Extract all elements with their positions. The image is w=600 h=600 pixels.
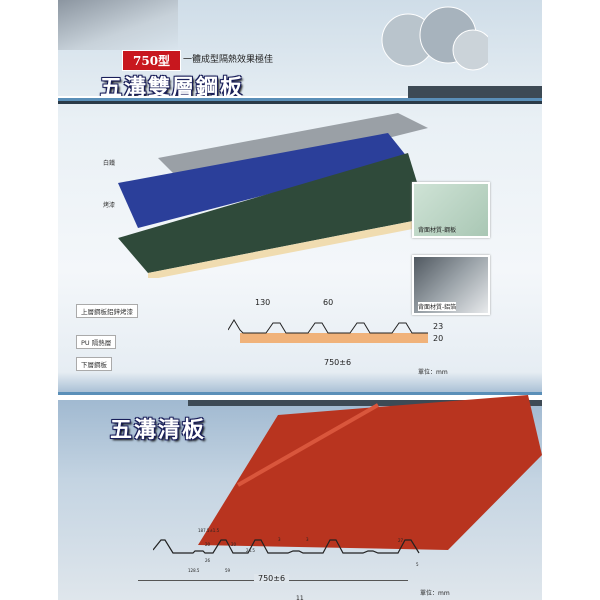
title-stripe (58, 96, 542, 104)
dim-top-a: 20 (205, 542, 211, 547)
dim-width: 750±6 (254, 574, 290, 583)
dim-gap-left: 3 (278, 537, 281, 542)
unit-label: 單位：mm (418, 369, 448, 376)
backing-caption: 背面材質-鋼板 (418, 227, 457, 234)
dim-gap-right: 3 (306, 537, 309, 542)
building-photo (58, 0, 178, 50)
layer-label: 烤漆 (103, 202, 116, 209)
dim-height: 24.5 (246, 548, 255, 553)
dark-band (188, 400, 542, 406)
dim-mid: 26 (205, 558, 211, 563)
section2-stripe (58, 392, 542, 400)
tagline: 一體成型隔熱效果極佳 (183, 55, 274, 65)
layer-label: 白鐵 (103, 160, 116, 167)
dim-base: 128.5 (188, 568, 200, 573)
dim-foam: 20 (433, 334, 444, 343)
foam-edge (148, 218, 428, 278)
section2-title: 五溝清板 (110, 417, 207, 443)
dim-rib: 60 (323, 298, 334, 307)
dim-edge: 27 (398, 538, 404, 543)
green-panel (118, 153, 428, 273)
brochure-page: 750型 一體成型隔熱效果極佳 五溝雙層鋼板 白鐵 烤漆 背面材質-鋼板 背面材… (58, 0, 542, 600)
callout-bottom-sheet: 下層鋼板 (76, 357, 112, 371)
dark-band (408, 86, 542, 98)
clear-panel-profile (153, 539, 420, 554)
red-panel-illustration (198, 395, 542, 550)
dim-top-b: 20 (231, 542, 237, 547)
backing-foil-thumb: 背面材質-鋁箔 (412, 255, 490, 315)
dim-lip: 5 (416, 562, 419, 567)
blue-panel (118, 133, 408, 228)
dim-pitch: 130 (255, 298, 271, 307)
dim-pitch: 187.5±1.5 (198, 528, 220, 533)
dim-rib-height: 23 (433, 322, 444, 331)
double-panel-profile (228, 319, 428, 343)
dim-slope: 59 (225, 568, 231, 573)
callout-pu-layer: PU 隔熱層 (76, 335, 117, 349)
backing-caption: 背面材質-鋁箔 (418, 302, 457, 311)
callout-top-sheet: 上層鋼板鋁鋅烤漆 (76, 304, 138, 318)
model-badge: 750型 (122, 50, 182, 71)
unit-label: 單位：mm (420, 590, 450, 597)
backing-steel-thumb: 背面材質-鋼板 (412, 182, 490, 238)
house-photo-circles (378, 5, 494, 75)
dim-width: 750±6 (324, 358, 352, 367)
page-number: 11 (296, 595, 304, 600)
panel-illustration (118, 113, 428, 278)
